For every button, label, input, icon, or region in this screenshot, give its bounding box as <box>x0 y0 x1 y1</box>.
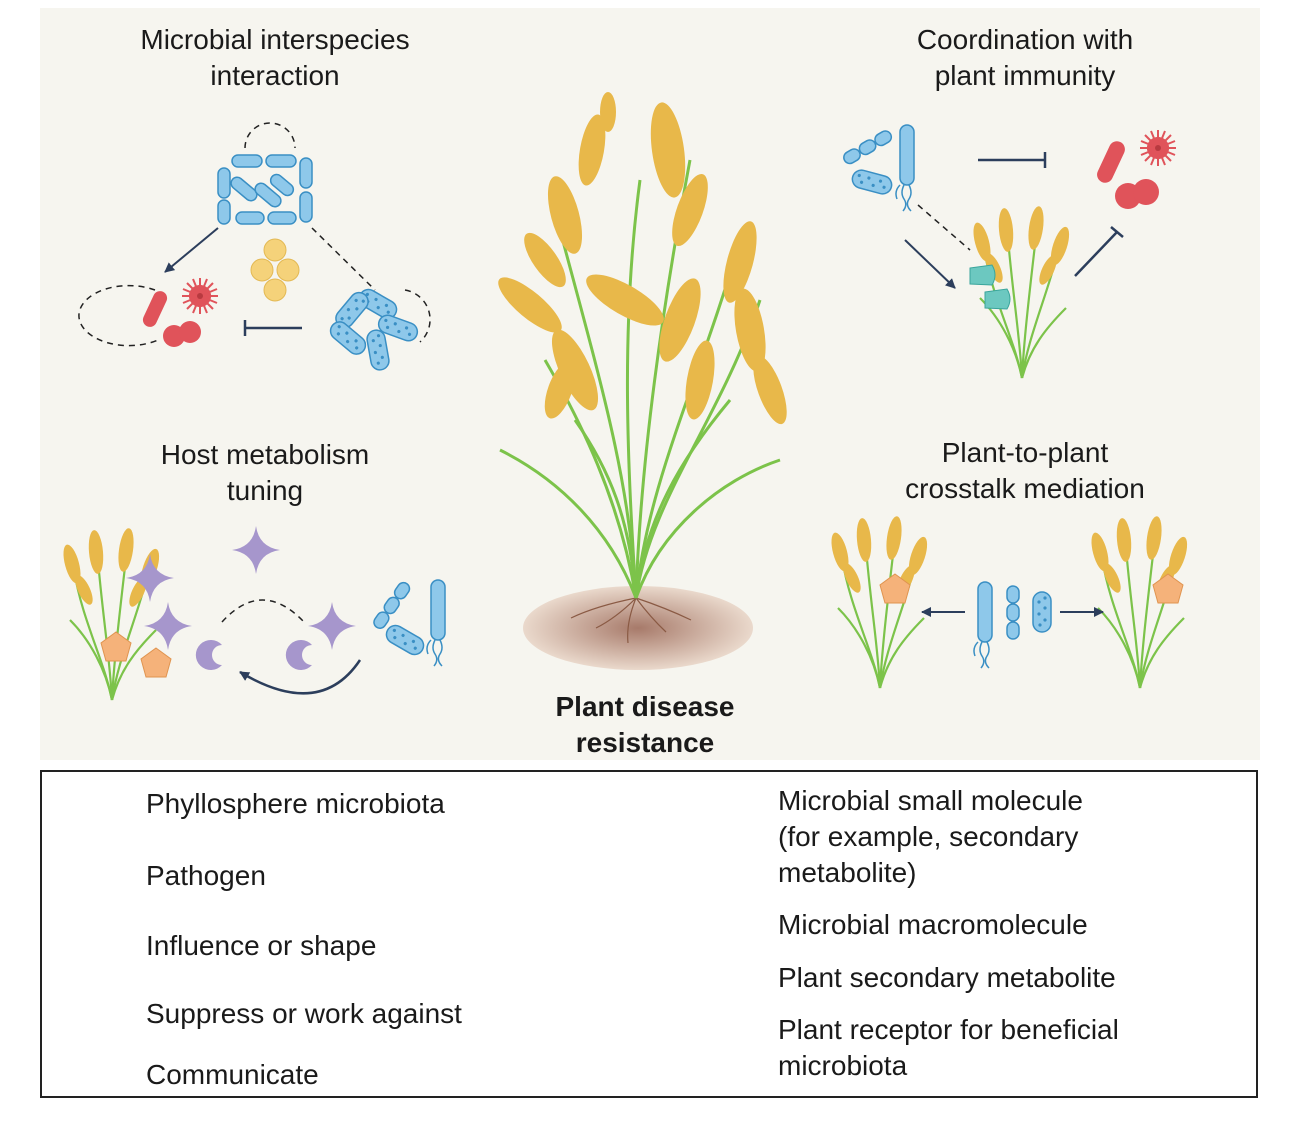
microbe-cluster-top <box>217 154 313 225</box>
title-crosstalk: Plant-to-plant crosstalk mediation <box>905 437 1145 504</box>
legend-small-molecule-label: Microbial small molecule (for example, s… <box>778 785 1083 888</box>
influence-arrow <box>904 239 956 289</box>
legend-receptor-label: Plant receptor for beneficial microbiota <box>778 1014 1119 1081</box>
center-plant <box>498 92 787 670</box>
legend-influence-label: Influence or shape <box>146 930 377 961</box>
yellow-molecules <box>250 238 300 302</box>
title-immunity: Coordination with plant immunity <box>916 24 1134 91</box>
legend-suppress-label: Suppress or work against <box>146 998 462 1029</box>
microbe-cluster-right <box>326 285 421 373</box>
interspecies-panel-art <box>78 122 431 373</box>
title-center: Plant disease resistance <box>555 691 735 758</box>
legend-box <box>40 770 1258 1098</box>
legend-phyllosphere-label: Phyllosphere microbiota <box>146 788 445 819</box>
soil <box>523 586 753 670</box>
title-interspecies: Microbial interspecies interaction <box>140 24 410 91</box>
crosstalk-panel-art <box>826 514 1192 690</box>
immunity-panel-art <box>840 124 1177 380</box>
title-metabolism: Host metabolism tuning <box>160 439 370 506</box>
communicate-loop <box>244 122 296 149</box>
legend-communicate-label: Communicate <box>146 1059 319 1090</box>
pathogen-virus <box>181 277 219 315</box>
legend-macromolecule-label: Microbial macromolecule <box>778 909 1088 940</box>
legend-plant-metabolite-label: Plant secondary metabolite <box>778 962 1116 993</box>
macromolecule <box>195 640 222 670</box>
rice-plant-left <box>826 514 932 690</box>
legend-pathogen-label: Pathogen <box>146 860 266 891</box>
metabolism-panel-art <box>58 526 446 702</box>
receptor-shape <box>969 264 996 286</box>
influence-arrow <box>239 659 362 695</box>
pathogen-rod <box>142 291 168 327</box>
influence-arrow <box>164 227 219 273</box>
communicate-line <box>311 227 376 291</box>
